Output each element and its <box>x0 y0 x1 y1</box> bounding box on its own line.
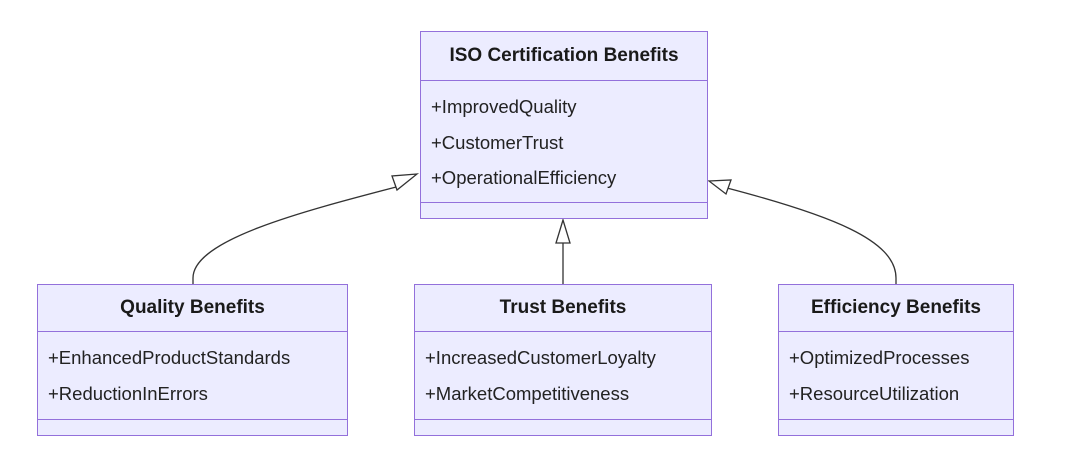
class-attributes: +EnhancedProductStandards +ReductionInEr… <box>38 332 347 420</box>
attribute: +CustomerTrust <box>431 131 564 153</box>
attribute: +EnhancedProductStandards <box>48 347 291 368</box>
class-iso-certification-benefits: ISO Certification Benefits +ImprovedQual… <box>420 31 708 219</box>
inheritance-arrowhead-quality <box>391 173 420 192</box>
attribute: +ResourceUtilization <box>789 382 960 404</box>
class-trust-benefits: Trust Benefits +IncreasedCustomerLoyalty… <box>414 284 712 436</box>
attribute: +IncreasedCustomerLoyalty <box>425 347 656 368</box>
attribute: +ImprovedQuality <box>431 96 577 117</box>
class-name: Efficiency Benefits <box>779 285 1013 332</box>
class-attributes: +IncreasedCustomerLoyalty +MarketCompeti… <box>415 332 711 420</box>
inheritance-arrowhead-efficiency <box>707 179 732 196</box>
class-name: ISO Certification Benefits <box>421 32 707 81</box>
class-name: Quality Benefits <box>38 285 347 332</box>
attribute: +OperationalEfficiency <box>431 167 617 188</box>
class-attributes: +ImprovedQuality +CustomerTrust +Operati… <box>421 81 707 203</box>
attribute: +ReductionInErrors <box>48 382 208 404</box>
class-efficiency-benefits: Efficiency Benefits +OptimizedProcesses … <box>778 284 1014 436</box>
class-methods <box>779 420 1013 435</box>
attribute: +MarketCompetitiveness <box>425 382 630 404</box>
class-quality-benefits: Quality Benefits +EnhancedProductStandar… <box>37 284 348 436</box>
inheritance-arrowhead-trust <box>555 217 571 244</box>
class-methods <box>415 420 711 435</box>
class-methods <box>38 420 347 435</box>
class-methods <box>421 203 707 218</box>
class-attributes: +OptimizedProcesses +ResourceUtilization <box>779 332 1013 420</box>
edge-quality-to-iso <box>192 185 401 284</box>
class-name: Trust Benefits <box>415 285 711 332</box>
attribute: +OptimizedProcesses <box>789 347 970 368</box>
edge-efficiency-to-iso <box>726 187 897 284</box>
